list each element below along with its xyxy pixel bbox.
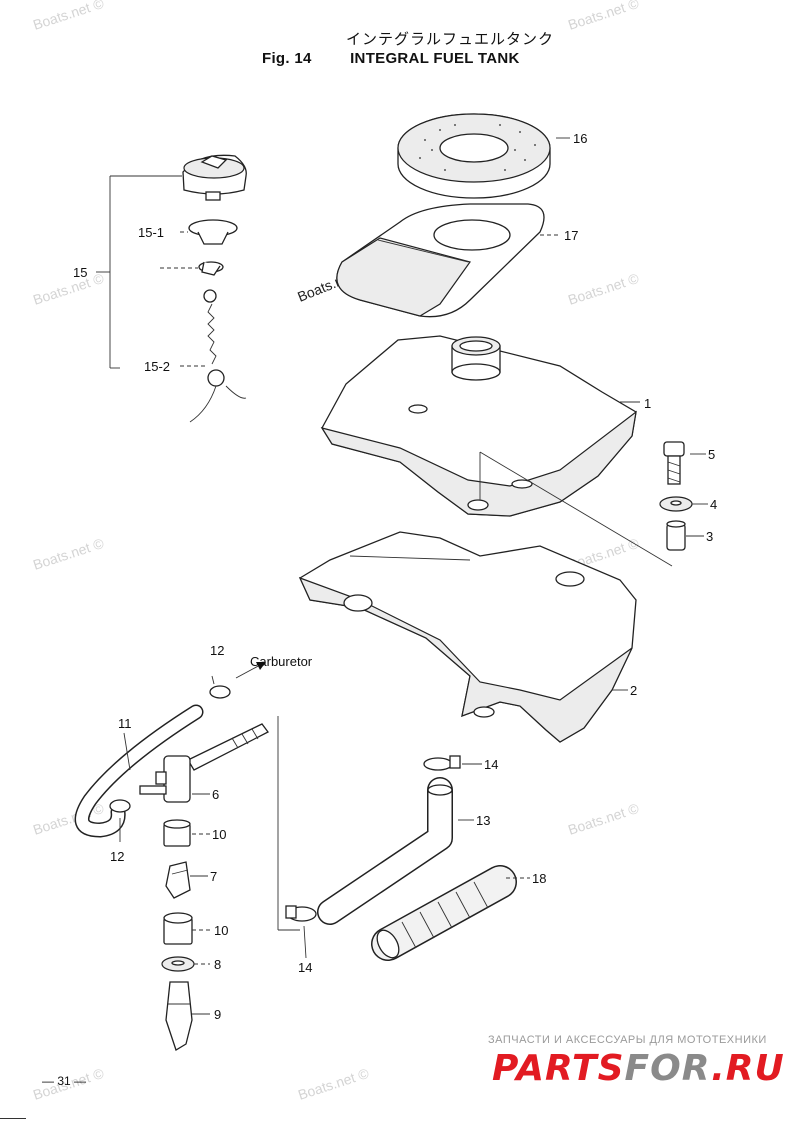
callout-14-upper: 14: [484, 757, 498, 772]
part-18-hose-protector: [371, 865, 517, 961]
part-10-grommet-upper: [163, 819, 191, 847]
figure-number: Fig. 14: [262, 50, 312, 67]
page-number: — 31 —: [42, 1074, 87, 1088]
callout-12-lower: 12: [110, 849, 124, 864]
part-14-hose-clamp-lower: [285, 905, 317, 922]
watermark: Boats.net ©: [566, 800, 641, 838]
callout-7: 7: [210, 869, 217, 884]
figure-title: Fig. 14 INTEGRAL FUEL TANK: [262, 50, 520, 67]
part-16-foam-ring: [397, 113, 551, 199]
callout-15-1: 15-1: [138, 225, 164, 240]
callout-5: 5: [708, 447, 715, 462]
part-12-hose-clip-lower: [109, 799, 131, 813]
callout-3: 3: [706, 529, 713, 544]
callout-10-upper: 10: [212, 827, 226, 842]
part-17-mat: [336, 203, 545, 318]
part-15-filler-cap: [182, 154, 247, 423]
part-9-strainer: [165, 981, 193, 1051]
callout-16: 16: [573, 131, 587, 146]
part-6-fuel-cock: [139, 723, 269, 803]
callout-labels: 16 17 1 5 4 3 2 14 13 18 14 6 10 7 10 8 …: [73, 131, 717, 1022]
callout-2: 2: [630, 683, 637, 698]
callout-8: 8: [214, 957, 221, 972]
callout-18: 18: [532, 871, 546, 886]
carburetor-label: Carburetor: [250, 654, 313, 669]
part-13-elbow-hose: [317, 777, 453, 925]
figure-name: INTEGRAL FUEL TANK: [350, 50, 520, 67]
part-7-fitting: [165, 861, 191, 899]
watermark: Boats.net ©: [31, 0, 106, 33]
callout-13: 13: [476, 813, 490, 828]
watermark: Boats.net ©: [566, 0, 641, 33]
part-14-hose-clamp-upper: [423, 755, 461, 771]
callout-15: 15: [73, 265, 87, 280]
part-8-o-ring: [161, 956, 195, 972]
part-5-bolt: [663, 441, 685, 485]
watermark: Boats.net ©: [566, 270, 641, 308]
leader-lines: [96, 137, 708, 1015]
shop-logo-end: .RU: [711, 1048, 785, 1089]
callout-10-lower: 10: [214, 923, 228, 938]
part-4-washer: [659, 496, 693, 512]
callout-11: 11: [118, 716, 132, 731]
shop-logo-red: PARTS: [492, 1048, 625, 1089]
watermark: Boats.net ©: [31, 270, 106, 308]
callout-1: 1: [644, 396, 651, 411]
callout-6: 6: [212, 787, 219, 802]
part-1-tank-cover: [320, 335, 637, 517]
callout-14-lower: 14: [298, 960, 312, 975]
callout-12-upper: 12: [210, 643, 224, 658]
part-12-hose-clip-upper: [209, 675, 231, 699]
callout-4: 4: [710, 497, 717, 512]
watermark: Boats.net ©: [296, 1065, 371, 1103]
shop-logo-gray: FOR: [624, 1048, 712, 1089]
callout-9: 9: [214, 1007, 221, 1022]
watermark: Boats.net ©: [31, 535, 106, 573]
shop-tagline: ЗАПЧАСТИ И АКСЕССУАРЫ ДЛЯ МОТОТЕХНИКИ: [488, 1034, 767, 1046]
footer-rule: [0, 1118, 26, 1119]
part-11-fuel-hose: [74, 704, 204, 838]
part-3-collar: [666, 520, 686, 551]
title-japanese: インテグラルフュエルタンク: [345, 31, 554, 48]
part-2-fuel-tank: [298, 531, 637, 743]
part-10-grommet-lower: [163, 912, 193, 945]
callout-15-2: 15-2: [144, 359, 170, 374]
callout-17: 17: [564, 228, 578, 243]
shop-logo: PARTSFOR.RU: [492, 1048, 785, 1089]
